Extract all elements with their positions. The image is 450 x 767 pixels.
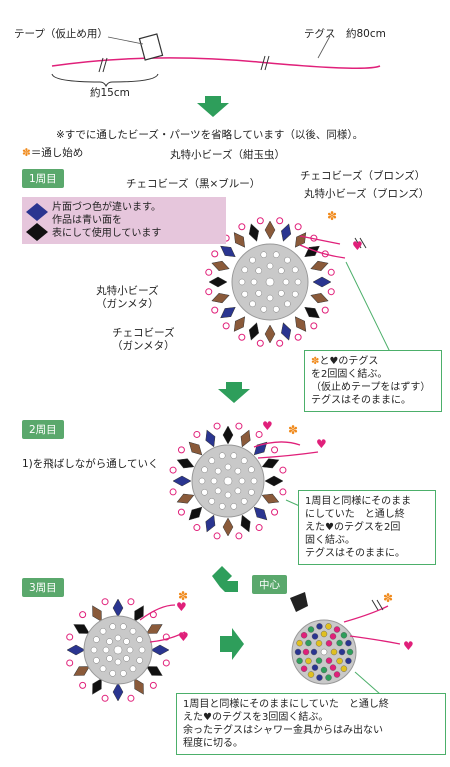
start-flower-icon: ✽ xyxy=(22,147,31,159)
bead-petal xyxy=(310,293,329,304)
blue-bead-icon xyxy=(26,203,48,221)
length-label: 約15cm xyxy=(90,87,130,99)
step2-title: 2周目 xyxy=(22,420,64,439)
legend-start: ✽＝通し始め xyxy=(22,147,83,160)
bead-petal xyxy=(150,644,170,656)
legend-start-text: ＝通し始め xyxy=(30,147,84,159)
center-flower xyxy=(291,619,357,685)
bead-petal xyxy=(205,429,216,448)
tape-label: テープ（仮止め用） xyxy=(14,28,108,40)
step2-knot-note: 1周目と同様にそのまま にしていた と通し終 えた♥のテグスを2回 固く結ぶ。 … xyxy=(298,490,436,565)
black-bead-icon xyxy=(26,223,48,241)
svg-text:♥: ♥ xyxy=(316,437,327,451)
step1-color-note: 片面づつ色が違います。 作品は青い面を 表にして使用しています xyxy=(22,197,226,244)
bead-petal xyxy=(66,644,86,656)
bead-petal xyxy=(264,475,284,487)
bead-petal xyxy=(220,245,236,258)
bead-petal xyxy=(248,223,259,242)
svg-text:✽: ✽ xyxy=(383,591,393,605)
label-czech-black: チェコビーズ（黒×ブルー） xyxy=(126,178,261,190)
step2-instruction: 1)を飛ばしながら通していく xyxy=(22,458,159,470)
svg-text:✽: ✽ xyxy=(327,209,337,223)
thread-line xyxy=(51,57,381,69)
bead-petal xyxy=(205,514,216,533)
bead-petal xyxy=(211,293,230,304)
label-maru-navy: 丸特小ビーズ（紺玉虫） xyxy=(170,149,285,161)
label-maru-gunmetal: 丸特小ビーズ （ガンメタ） xyxy=(96,285,159,310)
bead-petal xyxy=(253,506,268,521)
bead-petal xyxy=(312,276,332,288)
bead-petal xyxy=(248,322,259,341)
bead-petal xyxy=(261,493,280,504)
bead-petal xyxy=(294,232,307,248)
length-bracket xyxy=(51,73,159,88)
bead-petal xyxy=(281,223,292,242)
bead-petal xyxy=(233,232,246,248)
thread-label: テグス 約80cm xyxy=(304,28,386,40)
bead-petal xyxy=(188,506,203,521)
svg-text:♥: ♥ xyxy=(352,239,363,253)
bead-petal xyxy=(222,425,234,445)
svg-text:✽: ✽ xyxy=(288,423,298,437)
step1-title: 1周目 xyxy=(22,169,64,188)
bead-petal xyxy=(281,322,292,341)
step2-flower xyxy=(169,422,287,540)
bead-petal xyxy=(304,245,320,258)
bead-petal xyxy=(172,475,192,487)
svg-text:♥: ♥ xyxy=(178,630,189,644)
final-knot-note: 1周目と同様にそのままにしていた と通し終 えた♥のテグスを3回固く結ぶ。 余っ… xyxy=(176,693,446,755)
label-czech-gunmetal: チェコビーズ （ガンメタ） xyxy=(112,327,175,352)
bead-petal xyxy=(264,324,276,344)
omission-note: ※すでに通したビーズ・パーツを省略しています（以後、同様）。 xyxy=(56,129,364,141)
step3-flower xyxy=(66,598,170,702)
bead-petal xyxy=(112,682,124,702)
label-maru-bronze: 丸特小ビーズ（ブロンズ） xyxy=(304,188,430,200)
step3-title: 3周目 xyxy=(22,578,64,597)
bead-petal xyxy=(240,514,251,533)
tape-icon xyxy=(138,33,164,61)
bead-petal xyxy=(261,458,280,469)
svg-text:✽: ✽ xyxy=(178,589,188,603)
step1-flower xyxy=(205,217,335,347)
bead-petal xyxy=(211,260,230,271)
bead-petal xyxy=(112,598,124,618)
bead-petal xyxy=(188,441,203,456)
bead-petal xyxy=(264,220,276,240)
svg-text:♥: ♥ xyxy=(403,639,414,653)
center-title: 中心 xyxy=(252,575,287,594)
bead-petal xyxy=(176,493,195,504)
bead-petal xyxy=(208,276,228,288)
svg-text:♥: ♥ xyxy=(262,419,273,433)
step1-knot-note: ✽と♥のテグス を2回固く結ぶ。 （仮止めテープをはずす） テグスはそのままに。 xyxy=(304,350,442,412)
bead-petal xyxy=(304,306,320,319)
bead-petal xyxy=(310,260,329,271)
bead-petal xyxy=(222,517,234,537)
down-arrow-icon xyxy=(197,96,229,117)
bead-petal xyxy=(176,458,195,469)
label-czech-bronze: チェコビーズ（ブロンズ） xyxy=(300,170,426,182)
bead-petal xyxy=(294,316,307,332)
bead-petal xyxy=(240,429,251,448)
bead-petal xyxy=(233,316,246,332)
svg-text:♥: ♥ xyxy=(176,600,187,614)
bead-petal xyxy=(220,306,236,319)
